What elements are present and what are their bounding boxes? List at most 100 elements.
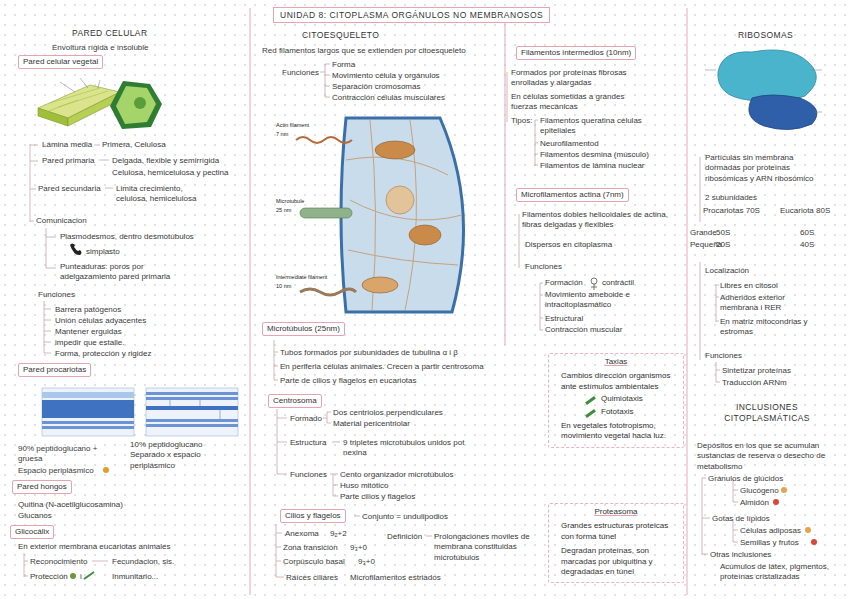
heading-box: Microtúbulos (25nm): [262, 322, 345, 336]
note-text: Grande: [690, 228, 717, 238]
note-text: Libres en citosol: [720, 281, 778, 291]
note-text: Forma, protección y rigidez: [55, 349, 151, 359]
note-text: 9₃+0: [350, 543, 367, 553]
heading-text: Pared procariotas: [23, 365, 86, 374]
note-text: Prolongaciones moviles de membrana const…: [434, 532, 544, 563]
title-text: UNIDAD 8: CITOPLASMA ORGÁNULOS NO MEMBRA…: [273, 7, 550, 23]
note-text: 10% peptidoglucano Separado x espacio pe…: [130, 440, 225, 471]
note-text: Zona transición: [283, 543, 338, 553]
note-text: Unión células adyacentes: [55, 316, 146, 326]
section-heading: CITOESQUELETO: [302, 30, 379, 41]
note-text: Filamentos de lámina nuclear: [540, 161, 645, 171]
heading-text: Cilios y flagelos: [285, 511, 341, 520]
heading-text: Proteasoma: [555, 507, 677, 517]
heading-box: Glicocálix: [10, 525, 54, 539]
note-text: Células adiposas: [740, 526, 801, 536]
note-text: Red filamentos largos que se extienden p…: [262, 46, 466, 56]
note-text: Glucógeno: [740, 486, 779, 496]
note-text: Procariotas 70S: [703, 206, 760, 216]
note-text: Adheridos exterior membrana i RER: [720, 293, 810, 314]
heading-box: Pared celular vegetal: [18, 55, 103, 69]
note-text: Quitina (N-acetilglucosamina): [18, 500, 123, 510]
note-text: Conjunto = undulipodios: [362, 512, 448, 522]
note-text: Plasmodesmos, dentro desmotúbulos: [60, 232, 194, 242]
dashed-box: TaxiasCambios dirección organismos ante …: [548, 353, 684, 448]
note-text: Primera, Celulosa: [102, 140, 166, 150]
body-text: Fototaxis: [555, 407, 677, 417]
note-text: Parte cilios y flagelos: [340, 492, 415, 502]
note-text: Funciones: [282, 68, 319, 78]
figure-label: Actin filament: [276, 122, 309, 128]
note-text: Reconocimiento: [30, 557, 87, 567]
heading-text: Pared celular vegetal: [23, 57, 98, 66]
heading-box: Centrosoma: [268, 394, 322, 408]
body-text: En vegetales fototropismo, movimiento ve…: [555, 421, 677, 442]
heading-text: Glicocálix: [15, 527, 49, 536]
note-text: Funciones: [38, 290, 75, 300]
note-text: Localización: [705, 266, 749, 276]
note-text: 50S: [716, 228, 730, 238]
note-text: Pared secundaria: [38, 184, 101, 194]
heading-text: Microtúbulos (25nm): [267, 324, 340, 333]
note-text: Huso mitótico: [340, 481, 388, 491]
note-text: Partículas sin membrana dormadas por pro…: [705, 153, 823, 184]
note-text: Traducción ARNm: [722, 378, 787, 388]
figure-label: Intermediate filament: [276, 274, 327, 280]
note-text: Sintetizar proteínas: [722, 366, 791, 376]
note-text: Neurofilamentod: [540, 139, 599, 149]
note-text: 9 tripletes microtúbulos unidos pot nexi…: [343, 438, 468, 459]
figure-label: Microtubule: [276, 198, 304, 204]
note-text: Formados por proteínas fibrosas enrollad…: [511, 68, 651, 89]
note-text: Barrera patógenos: [55, 305, 121, 315]
note-text: Microfilamentos estriados: [350, 573, 441, 583]
figure-label: 10 nm: [276, 283, 291, 289]
note-text: 20S: [716, 240, 730, 250]
note-text: Parte de cilios y flagelos en eucariotas: [280, 376, 417, 386]
note-text: Movimiento célula y orgánulos: [332, 71, 440, 81]
note-text: Dos centriolos perpendiculares: [333, 408, 443, 418]
body-text: Degradan proteínas, son marcadas por ubi…: [555, 546, 677, 577]
section-heading: RIBOSOMAS: [738, 30, 793, 41]
note-text: En exterior membrana eucariotas animales: [18, 542, 171, 552]
heading-box: Pared hongos: [12, 480, 72, 494]
note-text: 9₂+2: [330, 529, 347, 539]
note-text: En matriz mitocondrias y estromas: [720, 317, 820, 338]
note-text: 2 subunidades: [705, 193, 757, 203]
note-text: Estructura: [290, 438, 326, 448]
note-text: Punteaduras: poros por adelgazamiento pa…: [60, 262, 182, 283]
note-text: Celulosa, hemicelulosa y pectina: [112, 168, 229, 178]
heading-box: Microfilamentos actina (7nm): [516, 188, 629, 202]
note-text: Almidón: [740, 498, 769, 508]
note-text: Pared primaria: [42, 156, 94, 166]
note-text: Contracción células musculares: [332, 93, 445, 103]
note-text: Eucariota 80S: [780, 206, 830, 216]
note-text: simplasto: [86, 247, 120, 257]
heading-text: Microfilamentos actina (7nm): [521, 190, 624, 199]
note-text: Cento organizador microtúbulos: [340, 470, 453, 480]
heading-box: Pared procariotas: [18, 363, 91, 377]
body-text: Grandes estructuras proteicas con forma …: [555, 521, 677, 542]
note-text: Funciones: [525, 262, 562, 272]
note-text: Raíces ciliares: [286, 573, 338, 583]
note-text: Tubos formados por subunidades de tubuli…: [280, 348, 458, 358]
note-text: Comunicacion: [36, 216, 87, 226]
note-text: Fecundacion, sis.: [112, 557, 174, 567]
note-text: Gránulos de glúcidos: [708, 474, 783, 484]
note-text: Formación: [545, 278, 583, 288]
note-text: Movimiento ameboide e intracitoplasmátic…: [545, 290, 645, 311]
figure-label: 25 nm: [276, 207, 291, 213]
note-text: Delgada, flexible y semirrígida: [112, 156, 219, 166]
note-text: Mantener erguidas: [55, 327, 122, 337]
heading-box: Cilios y flagelos: [280, 509, 346, 523]
note-text: impedir que estalle.: [55, 338, 124, 348]
note-text: Acúmulos de látex, pigmentos, proteínas …: [720, 562, 840, 583]
note-text: Depósitos en los que se acumulan sustanc…: [697, 441, 837, 472]
note-text: Gotas de lípidos: [712, 514, 770, 524]
note-text: Glucanos: [18, 511, 52, 521]
section-heading: PARED CELULAR: [72, 28, 147, 39]
note-text: Separación cromosomas: [332, 82, 420, 92]
note-text: En células sometidas a grandes fuerzas m…: [511, 92, 646, 113]
note-text: Contracción muscular: [545, 325, 622, 335]
note-text: Semillas y frutos: [740, 538, 799, 548]
